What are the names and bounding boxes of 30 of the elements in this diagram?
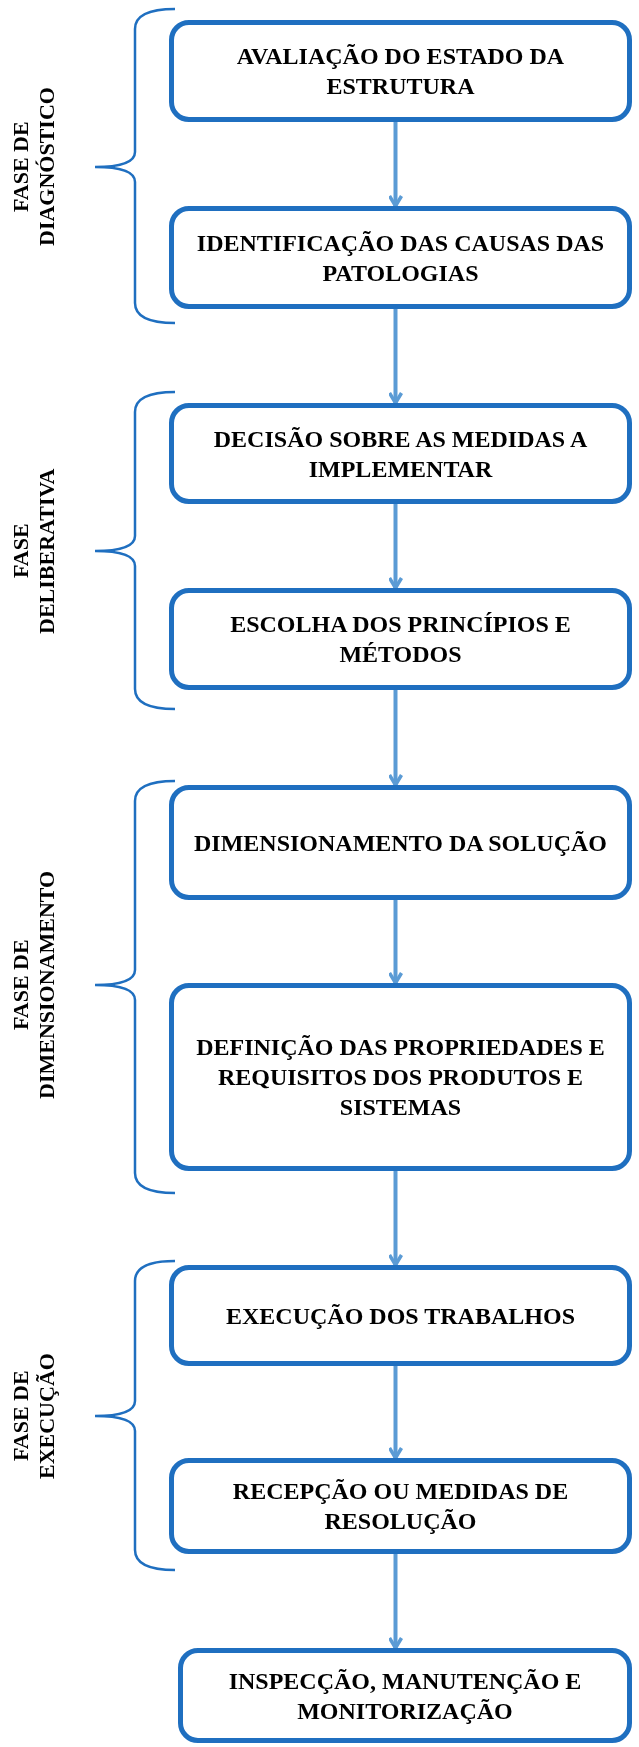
arrow [387,1554,404,1650]
phase-label: FASE DE DIMENSIONAMENTO [8,869,61,1102]
process-box [169,206,632,309]
box-label: IDENTIFICAÇÃO DAS CAUSAS DAS PATOLOGIAS [195,228,606,288]
box-label: AVALIAÇÃO DO ESTADO DA ESTRUTURA [235,42,566,101]
process-box [178,1648,632,1743]
arrow [387,504,404,590]
box-label: DEFINIÇÃO DAS PROPRIEDADES E REQUISITOS DOS PRODUTOS E SISTEMAS [195,1033,606,1122]
process-box [169,403,632,504]
arrow [387,1366,404,1460]
process-box [169,785,632,900]
arrow [387,309,404,405]
process-box [169,1458,632,1554]
box-label: INSPECÇÃO, MANUTENÇÃO E MONITORIZAÇÃO [227,1666,583,1726]
process-box [169,20,632,122]
box-label: DIMENSIONAMENTO DA SOLUÇÃO [194,828,607,858]
phase-label: FASE DE EXECUÇÃO [8,1352,61,1481]
box-label: DECISÃO SOBRE AS MEDIDAS A IMPLEMENTAR [212,424,589,484]
arrow [387,1171,404,1267]
phase-label: FASE DELIBERATIVA [8,467,61,636]
box-label: RECEPÇÃO OU MEDIDAS DE RESOLUÇÃO [231,1477,570,1536]
process-box [169,1265,632,1366]
box-label: EXECUÇÃO DOS TRABALHOS [226,1301,575,1331]
box-label: ESCOLHA DOS PRINCÍPIOS E MÉTODOS [229,610,572,669]
arrow [387,690,404,787]
process-box [169,588,632,690]
process-box [169,983,632,1171]
arrow [387,122,404,208]
phase-label: FASE DE DIAGNÓSTICO [8,86,61,249]
arrow [387,900,404,985]
